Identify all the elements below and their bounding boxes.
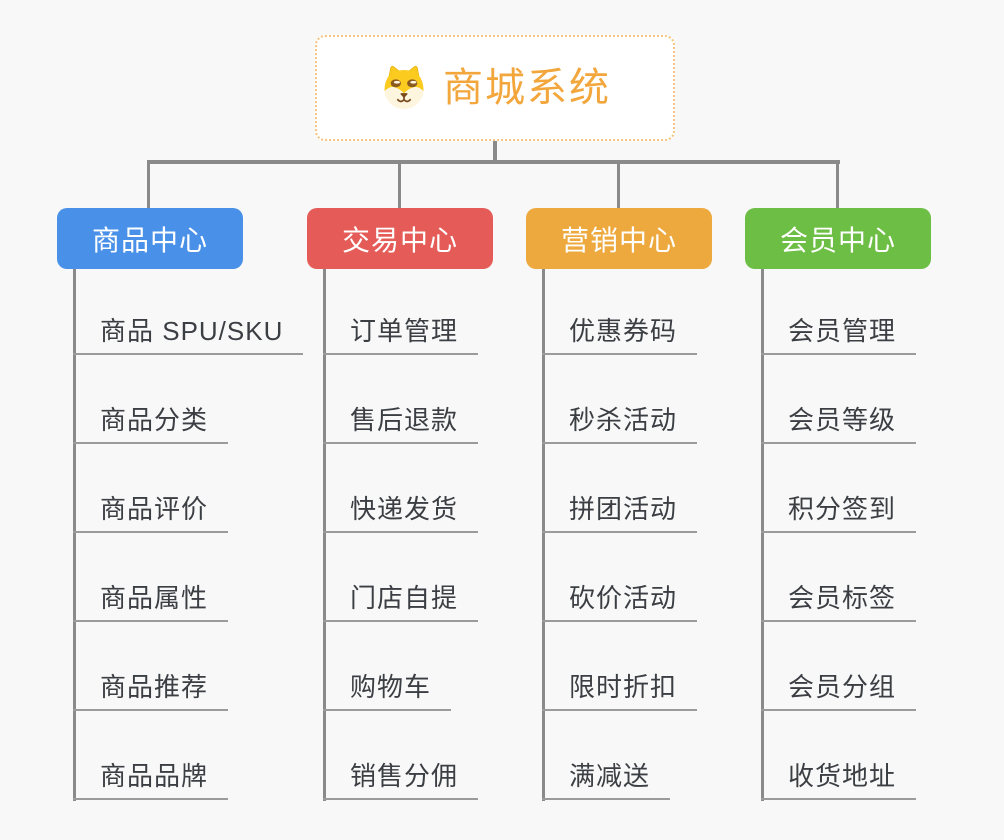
leaf-topic[interactable]: 商品分类 [73,403,229,444]
leaf-topic[interactable]: 会员分组 [761,670,917,711]
leaf-topic[interactable]: 快递发货 [323,492,479,533]
branch-column-marketing: 营销中心 优惠券码 秒杀活动 拼团活动 砍价活动 限时折扣 满减送 [526,0,776,840]
leaf-topic[interactable]: 积分签到 [761,492,917,533]
branch-child-line [323,269,326,801]
leaf-topic[interactable]: 会员等级 [761,403,917,444]
leaf-topic[interactable]: 会员管理 [761,314,917,355]
leaf-topic[interactable]: 满减送 [542,759,671,800]
branch-node-trade-center[interactable]: 交易中心 [307,208,493,269]
leaf-topic[interactable]: 收货地址 [761,759,917,800]
connector-drop-marketing [617,164,620,209]
leaf-topic[interactable]: 限时折扣 [542,670,698,711]
leaf-topic[interactable]: 商品 SPU/SKU [73,314,304,355]
connector-bus [147,160,840,164]
leaf-topic[interactable]: 商品推荐 [73,670,229,711]
leaf-topic[interactable]: 订单管理 [323,314,479,355]
leaf-topic[interactable]: 门店自提 [323,581,479,622]
leaf-topic[interactable]: 购物车 [323,670,452,711]
branch-child-line [73,269,76,801]
leaf-topic[interactable]: 销售分佣 [323,759,479,800]
branch-node-member-center[interactable]: 会员中心 [745,208,931,269]
leaf-topic[interactable]: 商品评价 [73,492,229,533]
connector-drop-product [147,164,150,209]
leaf-topic[interactable]: 会员标签 [761,581,917,622]
leaf-topic[interactable]: 商品属性 [73,581,229,622]
leaf-topic[interactable]: 砍价活动 [542,581,698,622]
root-topic-label: 商城系统 [443,66,611,110]
branch-child-line [761,269,764,801]
leaf-topic[interactable]: 优惠券码 [542,314,698,355]
branch-column-trade: 交易中心 订单管理 售后退款 快递发货 门店自提 购物车 销售分佣 [307,0,557,840]
leaf-topic[interactable]: 秒杀活动 [542,403,698,444]
branch-node-marketing-center[interactable]: 营销中心 [526,208,712,269]
branch-column-product: 商品中心 商品 SPU/SKU 商品分类 商品评价 商品属性 商品推荐 商品品牌 [57,0,307,840]
root-topic[interactable]: 商城系统 [315,35,675,141]
branch-node-product-center[interactable]: 商品中心 [57,208,243,269]
branch-child-line [542,269,545,801]
connector-drop-trade [398,164,401,209]
connector-drop-member [836,164,839,209]
branch-column-member: 会员中心 会员管理 会员等级 积分签到 会员标签 会员分组 收货地址 [745,0,995,840]
dog-face-icon [379,64,429,112]
leaf-topic[interactable]: 商品品牌 [73,759,229,800]
leaf-topic[interactable]: 拼团活动 [542,492,698,533]
connector-root-drop [493,141,497,161]
leaf-topic[interactable]: 售后退款 [323,403,479,444]
